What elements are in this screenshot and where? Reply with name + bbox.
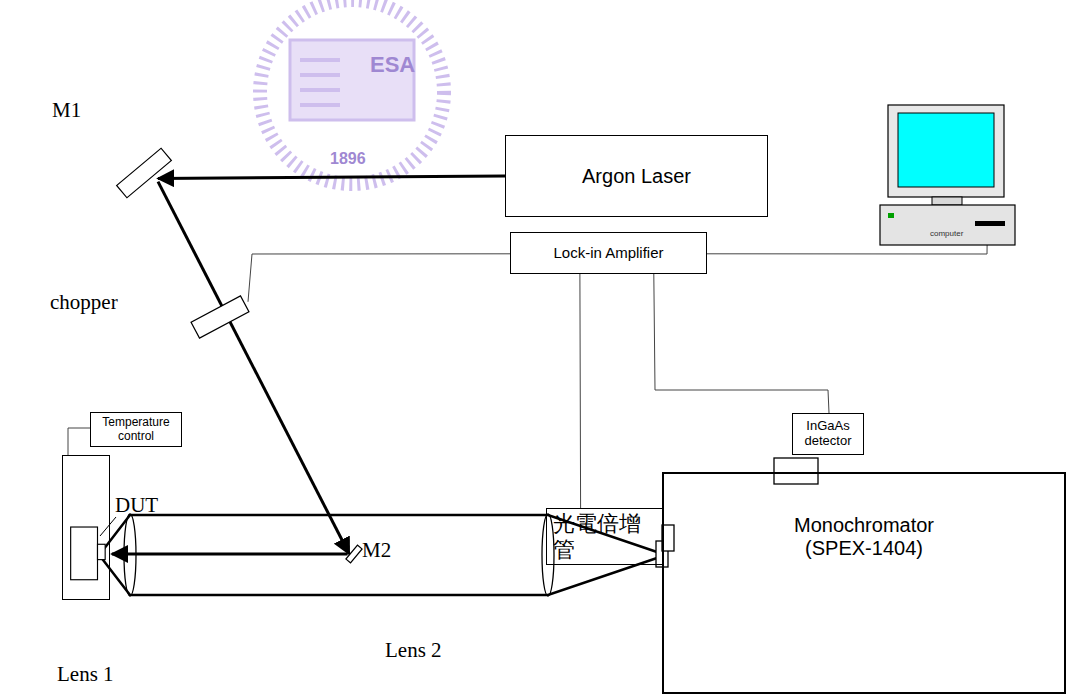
mirror-shape: [192, 298, 248, 336]
signal-wire: [248, 254, 510, 302]
device-drawing: [63, 456, 109, 599]
signal-wire: [707, 245, 987, 254]
mirror-shape: [346, 544, 362, 564]
mirror-m1: M1: [118, 146, 170, 200]
mirror-shape: [118, 146, 170, 200]
node-label: M2: [362, 538, 391, 562]
chopper-symbol: chopper: [192, 298, 248, 336]
node-label: Lock-in Amplifier: [547, 244, 669, 261]
computer-drawing: [880, 105, 1015, 245]
lockin-box: Lock-in Amplifier: [510, 232, 707, 274]
watermark-text: ESA: [370, 52, 415, 78]
signal-wire: [579, 274, 581, 508]
node-label: Monochromator (SPEX-1404): [784, 514, 944, 560]
lens-2: [542, 514, 554, 596]
watermark-text: 1896: [330, 150, 366, 168]
temperature-box: Temperature control: [90, 412, 182, 447]
monochromator-box: Monochromator (SPEX-1404): [662, 472, 1066, 694]
laser-box: Argon Laser: [505, 135, 768, 217]
signal-wire: [68, 428, 90, 455]
leader-line: [100, 517, 116, 536]
detector-port: [774, 458, 818, 484]
node-label: M1: [52, 98, 81, 122]
watermark-emblem: [260, 0, 444, 184]
laser-beam: [112, 553, 348, 556]
lens-label: Lens 2: [385, 638, 442, 663]
dut-holder: DUT: [62, 455, 110, 600]
computer-icon: computer: [880, 105, 1015, 245]
node-label: Argon Laser: [576, 165, 697, 188]
node-label: 光電倍增管: [547, 511, 663, 562]
pmt-box: 光電倍增管: [546, 508, 664, 565]
node-label: chopper: [50, 290, 118, 314]
signal-wire: [654, 274, 829, 413]
mirror-m2: M2: [346, 544, 362, 564]
detector-box: InGaAs detector: [792, 413, 864, 455]
node-label: Temperature control: [91, 416, 181, 444]
laser-beam: [158, 182, 349, 554]
node-label: DUT: [115, 493, 158, 517]
lens-label: Lens 1: [57, 662, 114, 687]
laser-beam: [158, 176, 505, 178]
node-label: InGaAs detector: [793, 419, 863, 449]
node-label: computer: [930, 229, 963, 238]
